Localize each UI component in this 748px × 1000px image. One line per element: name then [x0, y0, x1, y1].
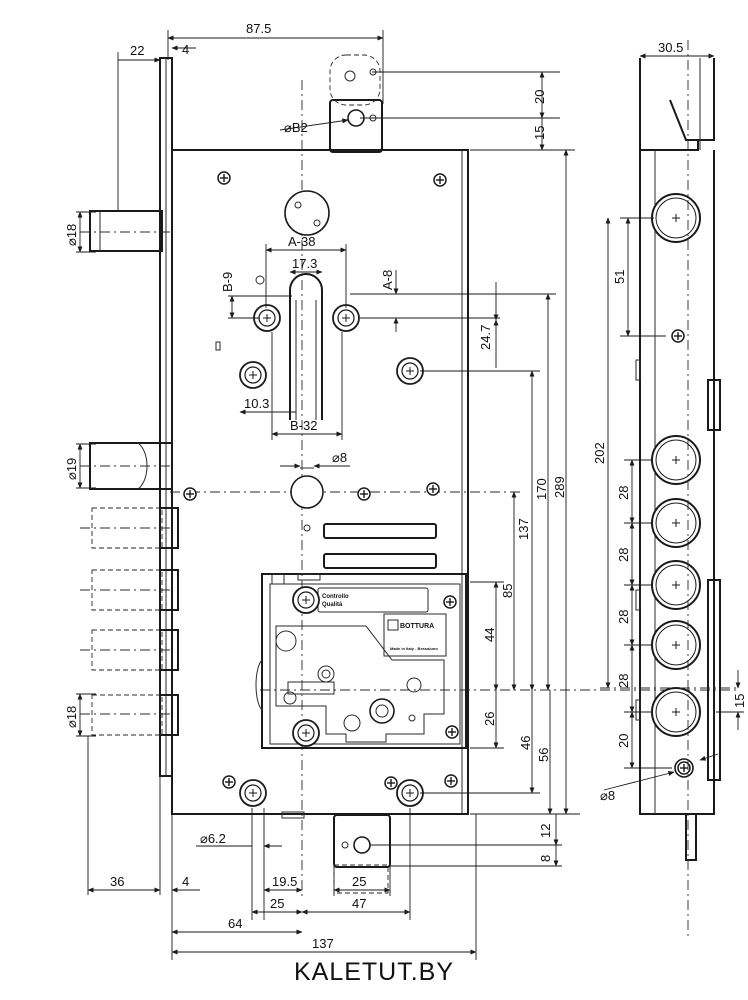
- plate-quality-text: Qualità: [322, 602, 343, 608]
- dim-202: 202: [592, 442, 607, 464]
- cylinder-area: [215, 190, 424, 532]
- lock-body: [159, 57, 469, 815]
- dim-10-3: 10.3: [244, 396, 269, 411]
- dim-20-side: 20: [616, 734, 631, 748]
- dim-diam6-2: ⌀6.2: [200, 831, 226, 846]
- dim-b9: B-9: [220, 272, 235, 292]
- dim-26: 26: [482, 712, 497, 726]
- dim-56: 56: [536, 748, 551, 762]
- dim-diam18-top: ⌀18: [64, 224, 79, 246]
- dim-diam-b2: ⌀B2: [284, 120, 308, 135]
- side-view: [600, 40, 740, 940]
- dim-87-5: 87.5: [246, 21, 271, 36]
- dim-20-top: 20: [532, 90, 547, 104]
- dim-12: 12: [538, 824, 553, 838]
- dim-a8: A-8: [380, 270, 395, 290]
- dim-28-1: 28: [616, 486, 631, 500]
- dim-36: 36: [110, 874, 124, 889]
- dimension-labels: 87.5 22 4 20 15 ⌀B2 ⌀18 A-38 17.3 B-9 A-…: [64, 21, 747, 951]
- dim-137-vertical: 137: [516, 518, 531, 540]
- dim-25-right: 25: [352, 874, 366, 889]
- plate-brand-text: BOTTURA: [400, 623, 434, 630]
- dim-46: 46: [518, 736, 533, 750]
- plate-made-text: Made in Italy - Bessaluno: [390, 646, 438, 651]
- dim-64: 64: [228, 916, 242, 931]
- dim-8-bottom: 8: [538, 855, 553, 862]
- bottom-bolt-pin: [333, 814, 391, 894]
- dim-51: 51: [612, 270, 627, 284]
- front-bolts: [89, 210, 179, 736]
- dim-4-bottom: 4: [182, 874, 189, 889]
- mechanism-plate: [255, 573, 467, 749]
- dim-170: 170: [534, 478, 549, 500]
- dim-diam8-mid: ⌀8: [332, 450, 347, 465]
- dim-28-2: 28: [616, 548, 631, 562]
- dim-30-5: 30.5: [658, 40, 683, 55]
- dim-19-5: 19.5: [272, 874, 297, 889]
- dim-44: 44: [482, 628, 497, 642]
- dim-15-side: 15: [732, 694, 747, 708]
- plate-markings: Controllo Qualità BOTTURA Made in Italy …: [322, 594, 438, 651]
- dim-15-top: 15: [532, 126, 547, 140]
- plate-control-text: Controllo: [322, 594, 349, 600]
- slot-lower: [323, 553, 437, 569]
- dim-b32: B-32: [290, 418, 317, 433]
- slot-upper: [323, 523, 437, 539]
- top-bolt-pin: [329, 54, 383, 153]
- dim-diam19: ⌀19: [64, 458, 79, 480]
- watermark-text: KALETUT.BY: [293, 958, 455, 986]
- dim-85: 85: [500, 584, 515, 598]
- dim-a38: A-38: [288, 234, 315, 249]
- dim-diam8-side: ⌀8: [600, 788, 615, 803]
- dim-25-left: 25: [270, 896, 284, 911]
- dim-17-3: 17.3: [292, 256, 317, 271]
- dim-diam18-bottom: ⌀18: [64, 706, 79, 728]
- dim-22: 22: [130, 43, 144, 58]
- dim-47: 47: [352, 896, 366, 911]
- dim-24-7: 24.7: [478, 325, 493, 350]
- dim-28-4: 28: [616, 674, 631, 688]
- dim-4-top: 4: [182, 42, 189, 57]
- dimension-lines: [76, 30, 744, 960]
- dim-137-horizontal: 137: [312, 936, 334, 951]
- dim-289: 289: [552, 476, 567, 498]
- dim-28-3: 28: [616, 610, 631, 624]
